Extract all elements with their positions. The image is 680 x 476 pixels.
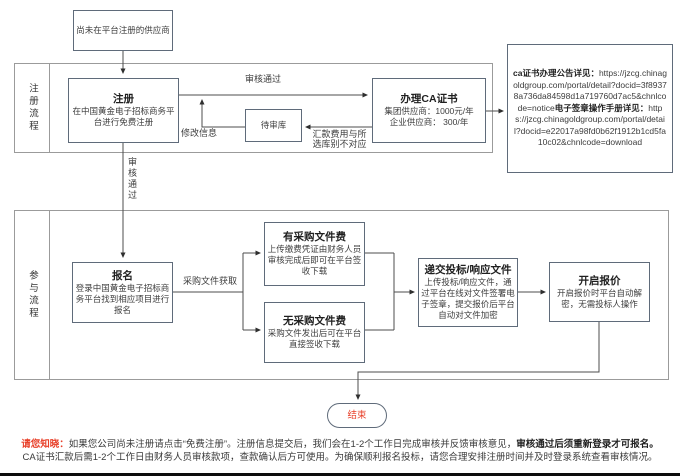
node-end: 结束: [327, 403, 387, 428]
node-submit-docs: 递交投标/响应文件 上传投标/响应文件，通过平台在线对文件签署电子签章，提交报价…: [418, 258, 518, 327]
edge-label-fee-mismatch: 汇款费用与所选库别不对应: [312, 129, 367, 149]
lane-label-participate: 参与流程: [14, 210, 50, 380]
node-without-fee-title: 无采购文件费: [283, 315, 346, 327]
node-ca-cert-title: 办理CA证书: [400, 93, 458, 105]
node-submit-docs-title: 递交投标/响应文件: [424, 264, 512, 276]
ca-notice-text: ca证书办理公告详见：https://jzcg.chinagoldgroup.c…: [512, 68, 668, 149]
node-open-quote-desc: 开启报价时平台自动解密，无需投标人操作: [556, 287, 642, 309]
node-start-label: 尚未在平台注册的供应商: [76, 25, 170, 35]
node-submit-docs-desc: 上传投标/响应文件，通过平台在线对文件签署电子签章，提交报价后平台自动对文件加密: [421, 277, 515, 320]
node-with-fee-title: 有采购文件费: [283, 231, 346, 243]
node-without-fee-desc: 采购文件发出后可在平台直接签收下载: [267, 328, 362, 349]
node-start: 尚未在平台注册的供应商: [73, 10, 173, 51]
node-ca-cert-price-enterprise: 企业供应商： 300/年: [389, 117, 469, 127]
ca-notice-url-1: https://jzcg.chinagoldgroup.com/portal/d…: [513, 68, 667, 113]
edge-label-obtain-docs: 采购文件获取: [183, 276, 238, 286]
ca-notice-label-1: ca证书办理公告详见：: [512, 68, 599, 79]
node-pending-review-label: 待审库: [260, 120, 287, 130]
notice-text-1: 如果您公司尚未注册请点击“免费注册”。注册信息提交后，我们会在1-2个工作日完成…: [68, 439, 517, 450]
edge-label-modify-info: 修改信息: [181, 128, 218, 138]
ca-notice-url-2: https://jzcg.chinagoldgroup.com/portal/d…: [514, 102, 666, 148]
node-open-quote-title: 开启报价: [578, 274, 621, 287]
node-signup-title: 报名: [112, 269, 133, 282]
node-open-quote: 开启报价 开启报价时平台自动解密，无需投标人操作: [549, 262, 650, 322]
node-signup-desc: 登录中国黄金电子招标商务平台找到相应项目进行报名: [75, 282, 170, 315]
node-register: 注册 在中国黄金电子招标商务平台进行免费注册: [68, 78, 179, 143]
node-with-fee: 有采购文件费 上传缴费凭证由财务人员审核完成后即可在平台签收下载: [264, 222, 365, 286]
bottom-notice: 请您知晓：如果您公司尚未注册请点击“免费注册”。注册信息提交后，我们会在1-2个…: [0, 438, 680, 464]
node-ca-notice: ca证书办理公告详见：https://jzcg.chinagoldgroup.c…: [507, 44, 673, 173]
node-ca-cert: 办理CA证书 集团供应商：1000元/年 企业供应商： 300/年: [372, 78, 486, 143]
ca-notice-label-2: 电子签章操作手册详见：: [554, 102, 649, 113]
notice-text-2: CA证书汇款后需1-2个工作日由财务人员审核款项，查款确认后方可使用。为确保顺利…: [22, 452, 658, 463]
node-signup: 报名 登录中国黄金电子招标商务平台找到相应项目进行报名: [72, 262, 173, 323]
node-end-label: 结束: [347, 410, 367, 421]
node-pending-review: 待审库: [245, 109, 302, 142]
notice-highlight: 审核通过后须重新登录才可报名。: [516, 439, 659, 450]
node-register-desc: 在中国黄金电子招标商务平台进行免费注册: [72, 106, 175, 127]
node-ca-cert-price-group: 集团供应商：1000元/年: [384, 106, 474, 116]
bottom-border-bar: [0, 473, 680, 476]
node-with-fee-desc: 上传缴费凭证由财务人员审核完成后即可在平台签收下载: [267, 244, 362, 276]
lane-label-register: 注册流程: [14, 63, 50, 153]
node-without-fee: 无采购文件费 采购文件发出后可在平台直接签收下载: [264, 302, 365, 363]
node-register-title: 注册: [113, 93, 134, 105]
notice-prefix: 请您知晓：: [21, 439, 69, 450]
edge-label-approved-top: 审核通过: [245, 74, 282, 84]
edge-label-approved-vertical: 审核通过: [127, 157, 137, 201]
